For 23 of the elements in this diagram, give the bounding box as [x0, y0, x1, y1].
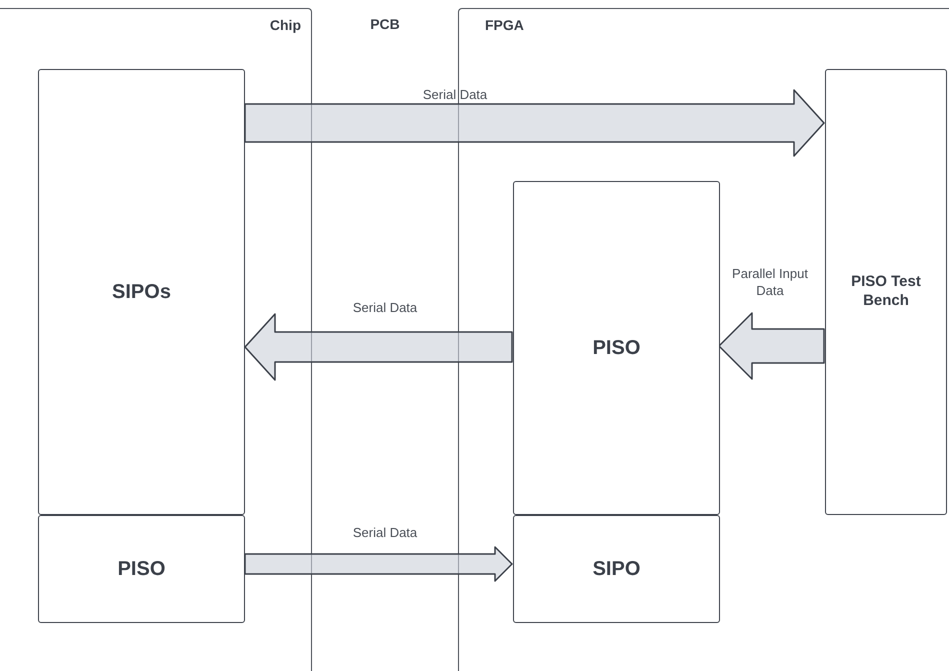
box-label: PISO	[592, 336, 642, 360]
block-arrow	[244, 546, 513, 582]
process-box	[825, 69, 947, 515]
process-box	[38, 69, 245, 515]
lane-title: FPGA	[485, 17, 524, 33]
block-arrow	[244, 313, 513, 381]
box-label: SIPO	[592, 556, 642, 582]
block-arrow	[718, 312, 825, 380]
edge-label: Serial Data	[352, 525, 418, 542]
process-box	[513, 181, 720, 515]
swimlane	[0, 8, 312, 671]
edge-label: Serial Data	[352, 300, 418, 317]
lane-title: PCB	[369, 16, 401, 32]
box-label: SIPOs	[111, 280, 172, 304]
edge-label: Parallel Input Data	[731, 266, 809, 300]
swimlane	[458, 8, 949, 671]
process-box	[38, 515, 245, 623]
box-label: PISO	[116, 556, 166, 582]
edge-label: Serial Data	[422, 87, 488, 104]
lane-title: Chip	[270, 17, 301, 33]
process-box	[513, 515, 720, 623]
block-arrow	[244, 89, 825, 157]
box-label: PISO Test Bench	[850, 273, 922, 311]
